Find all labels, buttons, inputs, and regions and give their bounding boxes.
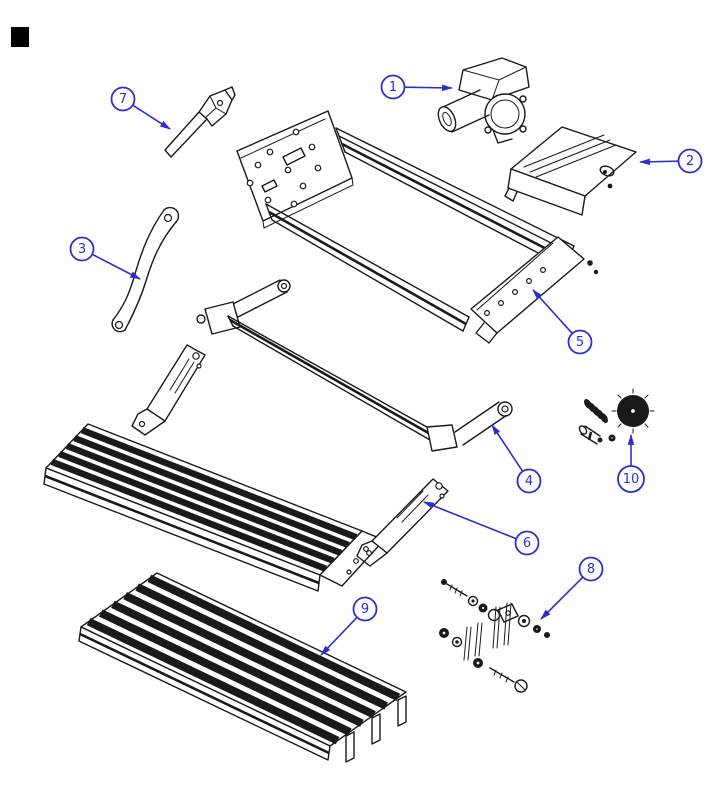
balloon-number-4: 4 [525, 474, 533, 489]
callout-6-step-frame-arm: 6 [422, 501, 540, 556]
leader-line-6 [422, 501, 517, 540]
callout-9-lower-step-tread: 9 [320, 596, 378, 656]
balloon-number-3: 3 [78, 242, 86, 257]
balloon-number-7: 7 [119, 92, 127, 107]
balloon-10 [617, 465, 645, 493]
part-6-step-frame [43, 344, 449, 592]
callout-2-motor-cover: 2 [638, 148, 703, 174]
balloon-3 [69, 236, 95, 262]
balloon-1 [380, 74, 406, 100]
balloon-4 [516, 468, 542, 494]
balloon-number-8: 8 [587, 562, 595, 577]
leader-line-8 [540, 576, 584, 620]
balloon-6 [514, 530, 540, 556]
part-4-drive-crossbar [196, 279, 513, 452]
callout-5-mounting-frame: 5 [532, 289, 593, 355]
leader-line-9 [320, 616, 358, 656]
balloon-2 [677, 148, 703, 174]
balloon-number-1: 1 [389, 80, 397, 95]
callout-10-gear-and-spring-kit: 10 [617, 433, 645, 493]
leader-line-1 [404, 84, 454, 92]
callout-3-curved-link-arm: 3 [69, 236, 141, 280]
balloon-8 [578, 556, 604, 582]
balloon-9 [352, 596, 378, 622]
corner-marker [11, 27, 29, 47]
leader-line-5 [532, 289, 573, 335]
balloon-number-10: 10 [623, 472, 640, 487]
callout-4-drive-crossbar: 4 [491, 424, 542, 494]
part-2-motor-cover [504, 126, 637, 216]
leader-line-2 [638, 158, 679, 166]
callout-1-motor-assembly: 1 [380, 74, 454, 100]
balloon-number-9: 9 [361, 602, 369, 617]
leader-line-4 [491, 424, 524, 472]
balloon-number-6: 6 [523, 536, 531, 551]
part-10-gear-and-spring-kit [578, 388, 655, 445]
part-1-motor-assembly [437, 57, 530, 144]
callout-layer: 1 2 3 4 5 6 7 8 9 10 [69, 74, 703, 656]
part-9-lower-step-tread [78, 572, 407, 763]
part-5-mounting-frame [236, 110, 599, 344]
leader-line-3 [91, 253, 141, 280]
part-7-pivot-bracket [164, 86, 236, 158]
balloon-number-5: 5 [576, 335, 584, 350]
callout-8-hardware-kit: 8 [540, 556, 604, 620]
part-8-hardware-kit [439, 579, 550, 693]
leader-line-7 [132, 104, 171, 130]
balloon-number-2: 2 [686, 154, 694, 169]
balloon-5 [567, 329, 593, 355]
balloon-7 [110, 86, 136, 112]
callout-7-pivot-bracket: 7 [110, 86, 171, 130]
